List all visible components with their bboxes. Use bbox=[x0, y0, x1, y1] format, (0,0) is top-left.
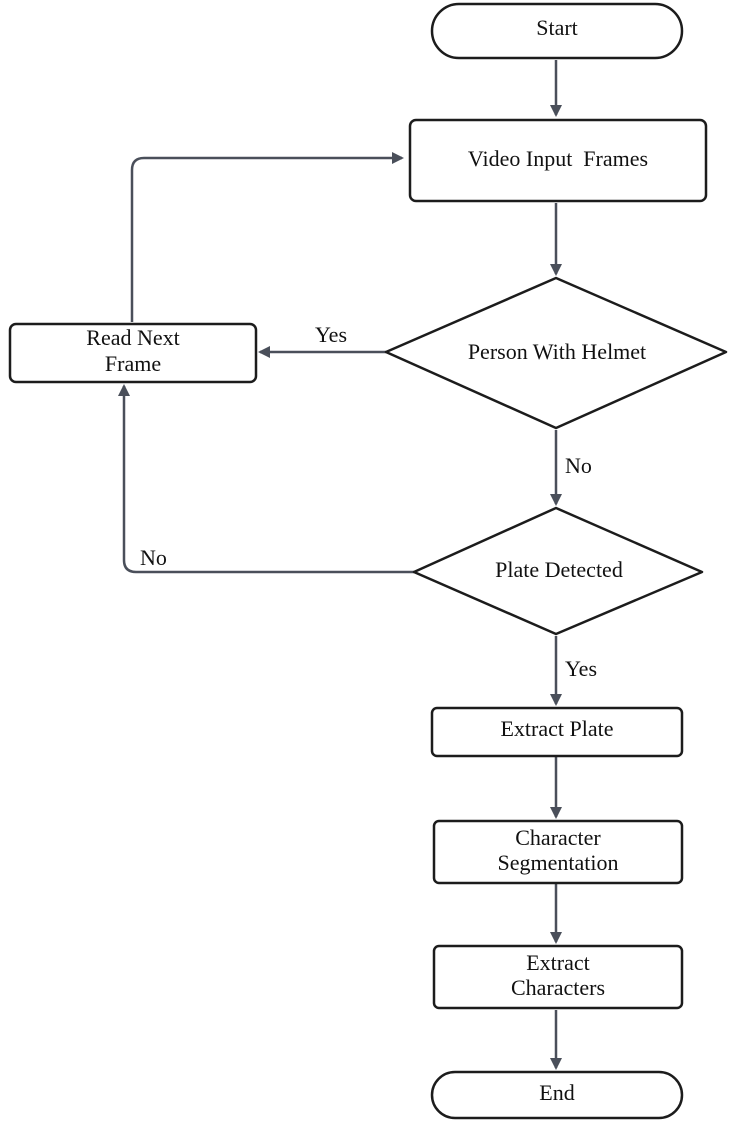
edge-label-plate-no: No bbox=[140, 545, 167, 570]
character-segmentation-label-line-1: Character bbox=[515, 825, 601, 850]
connectors bbox=[118, 60, 562, 1070]
read-next-frame-node: Read Next Frame bbox=[8, 322, 258, 384]
read-next-frame-label-line-1: Read Next bbox=[86, 325, 179, 350]
edge-readnext-to-video bbox=[130, 152, 404, 322]
end-node: End bbox=[430, 1070, 684, 1120]
start-node: Start bbox=[430, 2, 684, 60]
read-next-frame-label-line-2: Frame bbox=[105, 351, 161, 376]
extract-characters-label-line-2: Characters bbox=[511, 975, 605, 1000]
helmet-decision-node: Person With Helmet bbox=[384, 276, 728, 430]
edge-plate-to-readnext bbox=[118, 384, 414, 574]
extract-plate-label: Extract Plate bbox=[500, 716, 613, 741]
extract-plate-node: Extract Plate bbox=[430, 706, 684, 758]
video-input-node-label: Video Input Frames bbox=[468, 146, 648, 171]
start-node-label: Start bbox=[536, 15, 578, 40]
extract-characters-label-line-1: Extract bbox=[526, 950, 590, 975]
edge-label-plate-yes: Yes bbox=[565, 656, 597, 681]
extract-characters-node: Extract Characters bbox=[432, 944, 684, 1010]
edge-label-helmet-yes: Yes bbox=[315, 322, 347, 347]
video-input-node: Video Input Frames bbox=[408, 118, 708, 203]
plate-detected-decision-label: Plate Detected bbox=[495, 557, 623, 582]
character-segmentation-label-line-2: Segmentation bbox=[498, 850, 619, 875]
end-node-label: End bbox=[539, 1080, 574, 1105]
character-segmentation-node: Character Segmentation bbox=[432, 819, 684, 885]
edge-label-helmet-no: No bbox=[565, 453, 592, 478]
plate-detected-decision-node: Plate Detected bbox=[412, 506, 704, 636]
helmet-decision-label: Person With Helmet bbox=[468, 339, 646, 364]
